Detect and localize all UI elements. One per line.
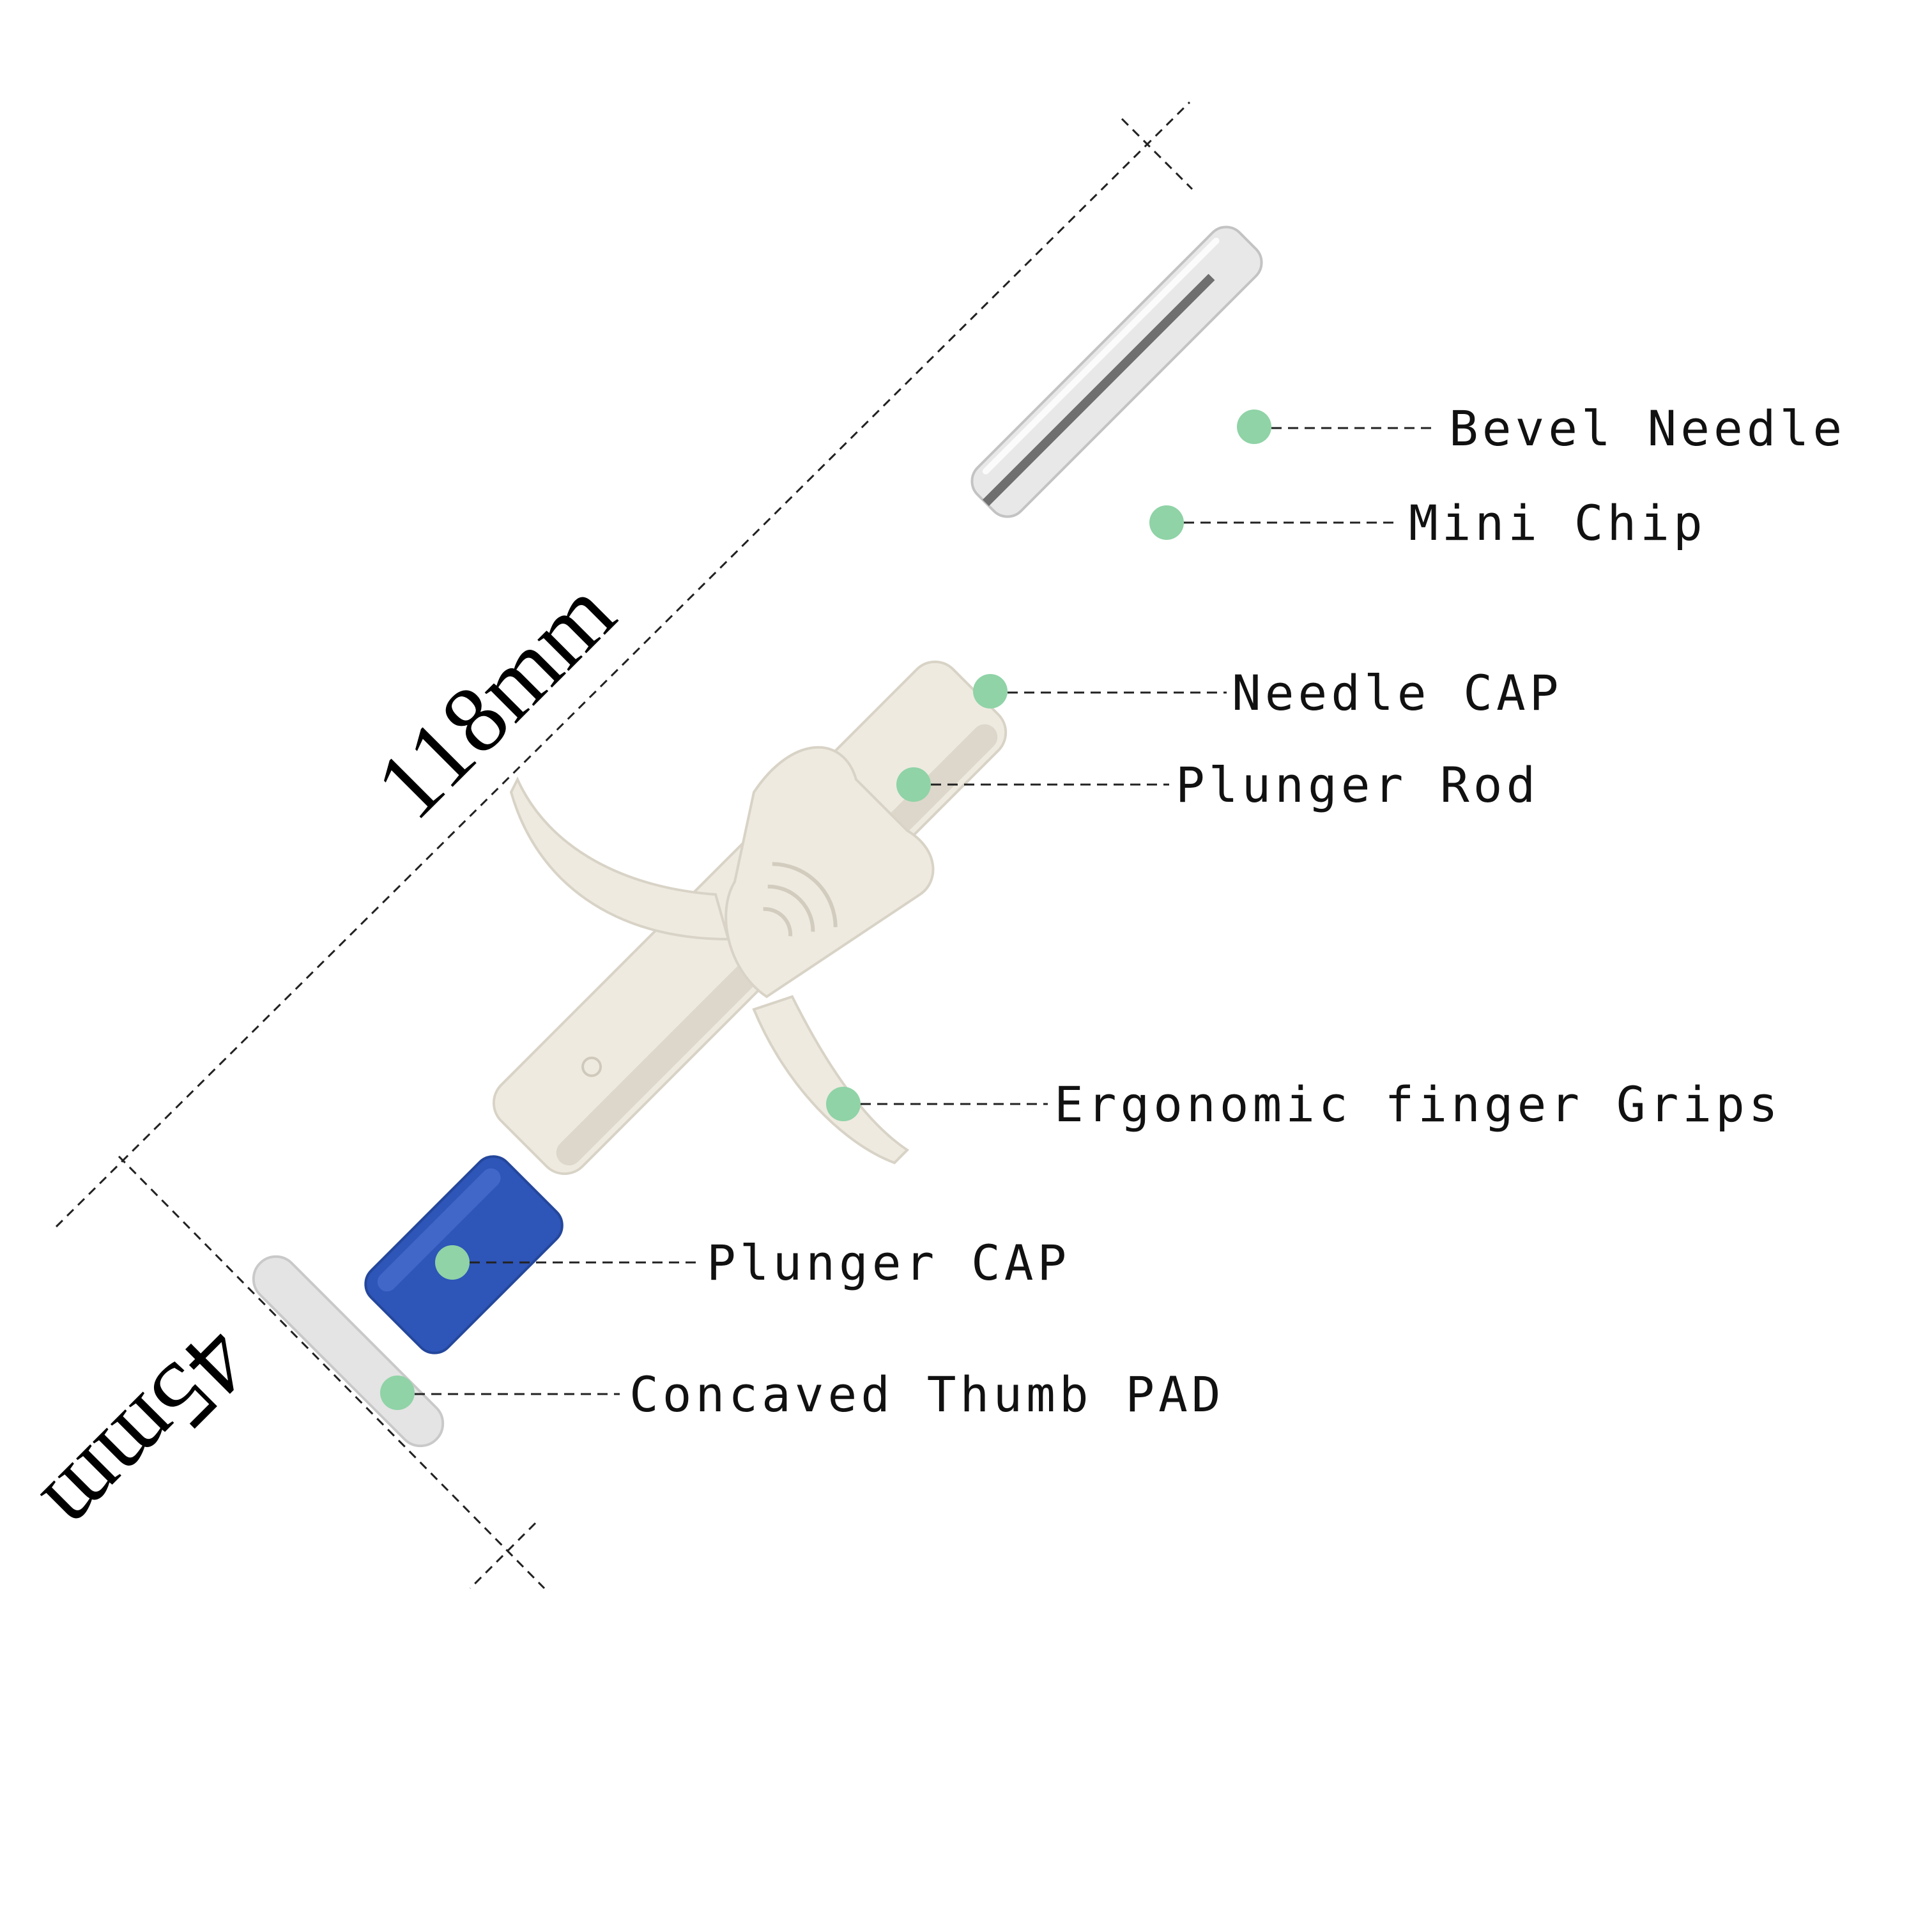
callout-label: Plunger Rod xyxy=(1176,756,1539,813)
callout-mini-chip: Mini Chip xyxy=(1149,494,1706,551)
callouts: Bevel Needle Mini Chip Needle CAP Plunge… xyxy=(380,400,1846,1423)
plunger-cap-highlight xyxy=(377,1168,501,1292)
marker-dot xyxy=(435,1245,470,1280)
finger-grip-upper xyxy=(509,776,730,941)
callout-label: Ergonomic finger Grips xyxy=(1054,1076,1782,1133)
callout-label: Needle CAP xyxy=(1232,664,1563,721)
callout-needle-cap: Needle CAP xyxy=(973,664,1563,721)
length-extension-top xyxy=(1121,118,1193,190)
finger-grip-lower xyxy=(752,995,910,1165)
nfc-icon xyxy=(763,862,838,937)
width-extension-bottom xyxy=(469,1522,537,1590)
callout-bevel-needle: Bevel Needle xyxy=(1237,400,1846,457)
width-dimension-label: 45mm xyxy=(24,1308,272,1556)
length-dimension-line xyxy=(55,101,1191,1228)
length-dimension-label: 118mm xyxy=(355,560,635,839)
marker-dot xyxy=(896,767,931,802)
dimension-lines xyxy=(55,101,1193,1590)
grip-hub xyxy=(724,746,935,999)
callout-thumb-pad: Concaved Thumb PAD xyxy=(380,1366,1225,1423)
barrel-dimple xyxy=(581,1056,602,1077)
callout-label: Mini Chip xyxy=(1409,494,1706,551)
callout-plunger-cap: Plunger CAP xyxy=(435,1234,1070,1291)
callout-label: Bevel Needle xyxy=(1449,400,1846,457)
needle-highlight xyxy=(982,237,1220,475)
marker-dot xyxy=(380,1376,415,1410)
callout-label: Plunger CAP xyxy=(707,1234,1070,1291)
callout-finger-grips: Ergonomic finger Grips xyxy=(826,1076,1782,1133)
callout-label: Concaved Thumb PAD xyxy=(629,1366,1225,1423)
marker-dot xyxy=(973,674,1008,709)
needle-shaft xyxy=(982,273,1215,507)
marker-dot xyxy=(826,1087,861,1121)
callout-plunger-rod: Plunger Rod xyxy=(896,756,1539,813)
marker-dot xyxy=(1149,505,1184,540)
marker-dot xyxy=(1237,410,1271,444)
